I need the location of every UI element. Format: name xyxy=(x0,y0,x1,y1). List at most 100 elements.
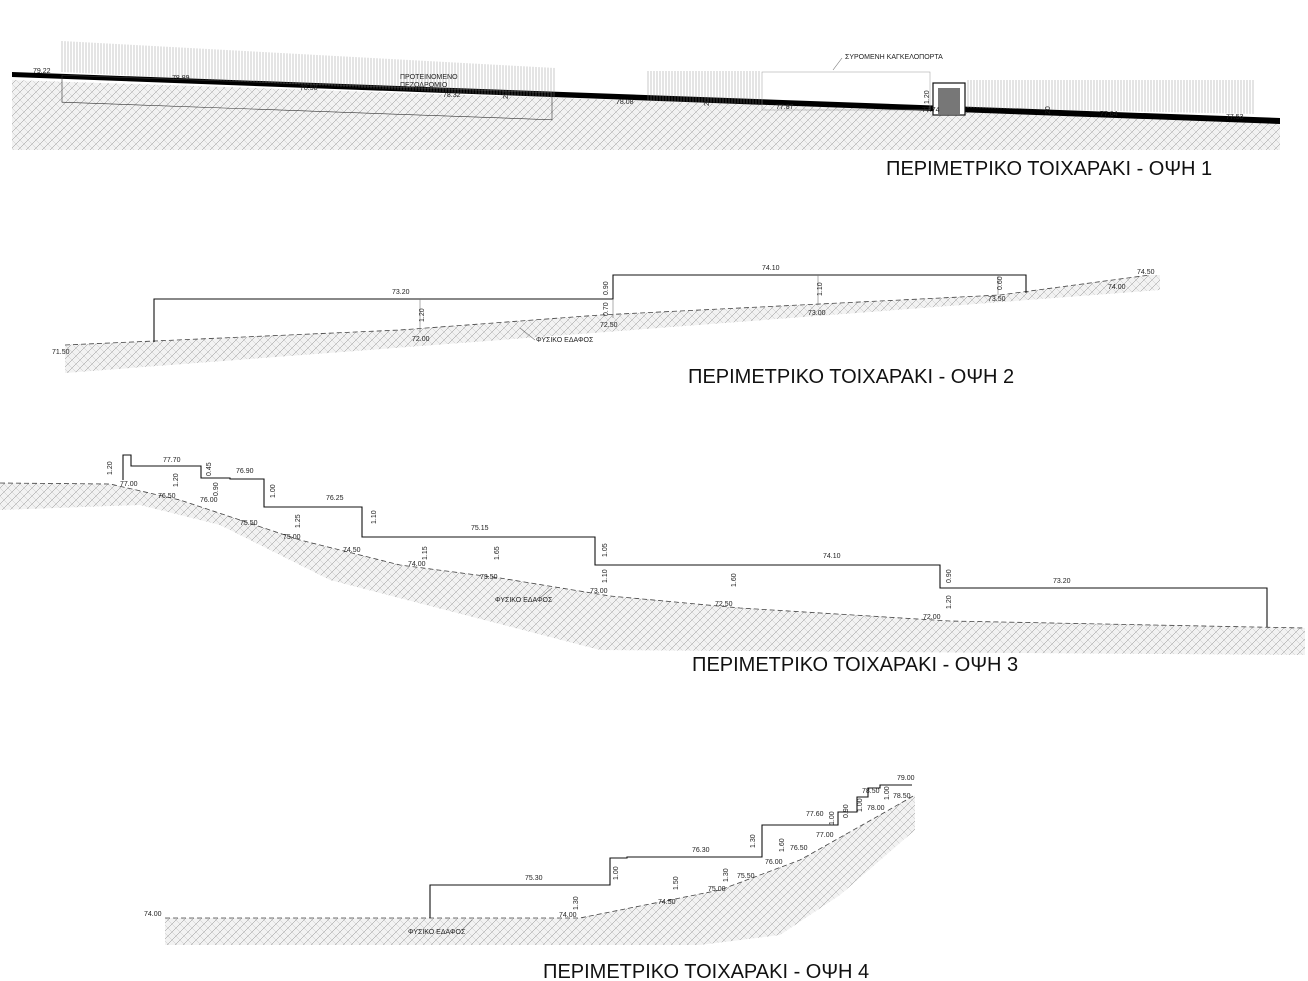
level-76-00: 76.00 xyxy=(200,497,218,504)
level-74-50: 74.50 xyxy=(1137,269,1155,276)
height-1-15: 1.15 xyxy=(422,546,429,560)
height-0-90: 0.90 xyxy=(603,281,610,295)
sliding-gate-panel xyxy=(761,71,931,111)
level-73-00: 73.00 xyxy=(808,310,826,317)
elevation-view-4: 74.00 75.30 74.00 74.50 76.30 75.00 75.5… xyxy=(144,775,916,981)
note-proposed: ΠΡΟΤΕΙΝΟΜΕΝΟ xyxy=(400,74,458,81)
level-74-50: 74.50 xyxy=(658,899,676,906)
ground-label: ΦΥΣΙΚΟ ΕΔΑΦΟΣ xyxy=(495,597,553,604)
height-0-70: 0.70 xyxy=(603,302,610,316)
retaining-wall-outline xyxy=(429,784,912,918)
level-73-20: 73.20 xyxy=(1053,578,1071,585)
retaining-wall-outline xyxy=(122,454,1268,627)
view-2-title: ΠΕΡΙΜΕΤΡΙΚΟ ΤΟΙΧΑΡΑΚΙ - ΟΨΗ 2 xyxy=(688,366,1014,388)
height-20-b: 20 xyxy=(704,98,711,106)
ground-leader xyxy=(539,587,553,599)
level-76-90: 76.90 xyxy=(236,468,254,475)
height-1-00: 1.00 xyxy=(613,866,620,880)
height-20-a: 20 xyxy=(503,91,510,99)
ground-fill xyxy=(0,483,1305,655)
height-0-90: 0.90 xyxy=(843,804,850,818)
elevation-view-3: 77.70 77.00 76.50 76.90 76.00 76.25 75.5… xyxy=(0,454,1306,676)
level-73-50: 73.50 xyxy=(480,574,498,581)
level-76-25: 76.25 xyxy=(326,495,344,502)
height-1-00: 1.00 xyxy=(270,484,277,498)
level-76-50: 76.50 xyxy=(790,845,808,852)
railing-right xyxy=(967,80,1254,114)
elevation-view-2: 71.50 73.20 72.00 72.50 74.10 73.00 73.5… xyxy=(52,265,1160,388)
height-1-60: 1.60 xyxy=(731,573,738,587)
ground-fill xyxy=(165,795,915,945)
level-77-74: 77.74 xyxy=(922,107,940,114)
height-1-65: 1.65 xyxy=(494,546,501,560)
height-0-45: 0.45 xyxy=(206,462,213,476)
height-1-20: 1.20 xyxy=(107,461,114,475)
height-1-05: 1.05 xyxy=(602,543,609,557)
view-3-title: ΠΕΡΙΜΕΤΡΙΚΟ ΤΟΙΧΑΡΑΚΙ - ΟΨΗ 3 xyxy=(692,654,1018,676)
note-sliding-gate: ΣΥΡΟΜΕΝΗ ΚΑΓΚΕΛΟΠΟΡΤΑ xyxy=(845,54,943,61)
level-74-50: 74.50 xyxy=(343,547,361,554)
level-75-50: 75.50 xyxy=(240,520,258,527)
level-74-10: 74.10 xyxy=(762,265,780,272)
height-1-20: 1.20 xyxy=(173,473,180,487)
level-79-00: 79.00 xyxy=(897,775,915,782)
height-0-90: 0.90 xyxy=(213,482,220,496)
level-74-00: 74.00 xyxy=(1108,284,1126,291)
level-78-08: 78.08 xyxy=(616,99,634,106)
level-72-50: 72.50 xyxy=(600,322,618,329)
level-74-00: 74.00 xyxy=(144,911,162,918)
height-1-10: 1.10 xyxy=(817,282,824,296)
level-78-32: 78.32 xyxy=(443,92,461,99)
ground-leader xyxy=(461,919,473,931)
height-1-00: 1.00 xyxy=(884,786,891,800)
height-1-60: 1.60 xyxy=(779,838,786,852)
level-75-50: 75.50 xyxy=(737,873,755,880)
natural-ground-line xyxy=(64,274,1151,346)
level-72-50: 72.50 xyxy=(715,601,733,608)
level-77-60: 77.60 xyxy=(806,811,824,818)
height-1-20: 1.20 xyxy=(946,595,953,609)
height-1-30: 1.30 xyxy=(723,868,730,882)
height-1-20: 1.20 xyxy=(419,308,426,322)
level-77-64: 77.64 xyxy=(1100,111,1118,118)
level-77-00: 77.00 xyxy=(816,832,834,839)
level-75-30: 75.30 xyxy=(525,875,543,882)
level-75-00: 75.00 xyxy=(708,886,726,893)
level-78-89: 78.89 xyxy=(172,75,190,82)
natural-ground-line xyxy=(0,482,1306,629)
height-1-50: 1.50 xyxy=(673,876,680,890)
note-pavement: ΠΕΖΟΔΡΟΜΙΟ xyxy=(400,82,448,89)
ground-fill xyxy=(65,275,1160,373)
height-0-60: 0.60 xyxy=(997,276,1004,290)
level-77-00: 77.00 xyxy=(120,481,138,488)
retaining-wall-outline xyxy=(153,274,1027,342)
level-76-00: 76.00 xyxy=(765,859,783,866)
level-74-10: 74.10 xyxy=(823,553,841,560)
railing-middle xyxy=(647,71,760,104)
gate-post-core xyxy=(938,88,960,114)
ground-label: ΦΥΣΙΚΟ ΕΔΑΦΟΣ xyxy=(536,337,594,344)
level-72-00: 72.00 xyxy=(412,336,430,343)
level-73-20: 73.20 xyxy=(392,289,410,296)
level-76-30: 76.30 xyxy=(692,847,710,854)
level-74-00: 74.00 xyxy=(408,561,426,568)
low-wall-left xyxy=(61,74,553,121)
level-77-87: 77.87 xyxy=(776,104,794,111)
level-76-50: 76.50 xyxy=(158,493,176,500)
height-1-30: 1.30 xyxy=(573,896,580,910)
height-1-00: 1.00 xyxy=(829,811,836,825)
height-1-10: 1.10 xyxy=(371,510,378,524)
level-74-00-b: 74.00 xyxy=(559,912,577,919)
level-72-00: 72.00 xyxy=(923,614,941,621)
level-73-50: 73.50 xyxy=(988,296,1006,303)
level-71-50: 71.50 xyxy=(52,349,70,356)
ground-fill xyxy=(12,80,1280,150)
height-1-10: 1.10 xyxy=(602,569,609,583)
level-77-53: 77.53 xyxy=(1226,114,1244,121)
level-78-50: 78.50 xyxy=(862,788,880,795)
level-77-70: 77.70 xyxy=(163,457,181,464)
level-78-00: 78.00 xyxy=(867,805,885,812)
elevation-view-1: 79.22 78.89 78.58 78.32 78.08 77.87 77.7… xyxy=(12,41,1280,180)
railing-left xyxy=(61,41,555,98)
